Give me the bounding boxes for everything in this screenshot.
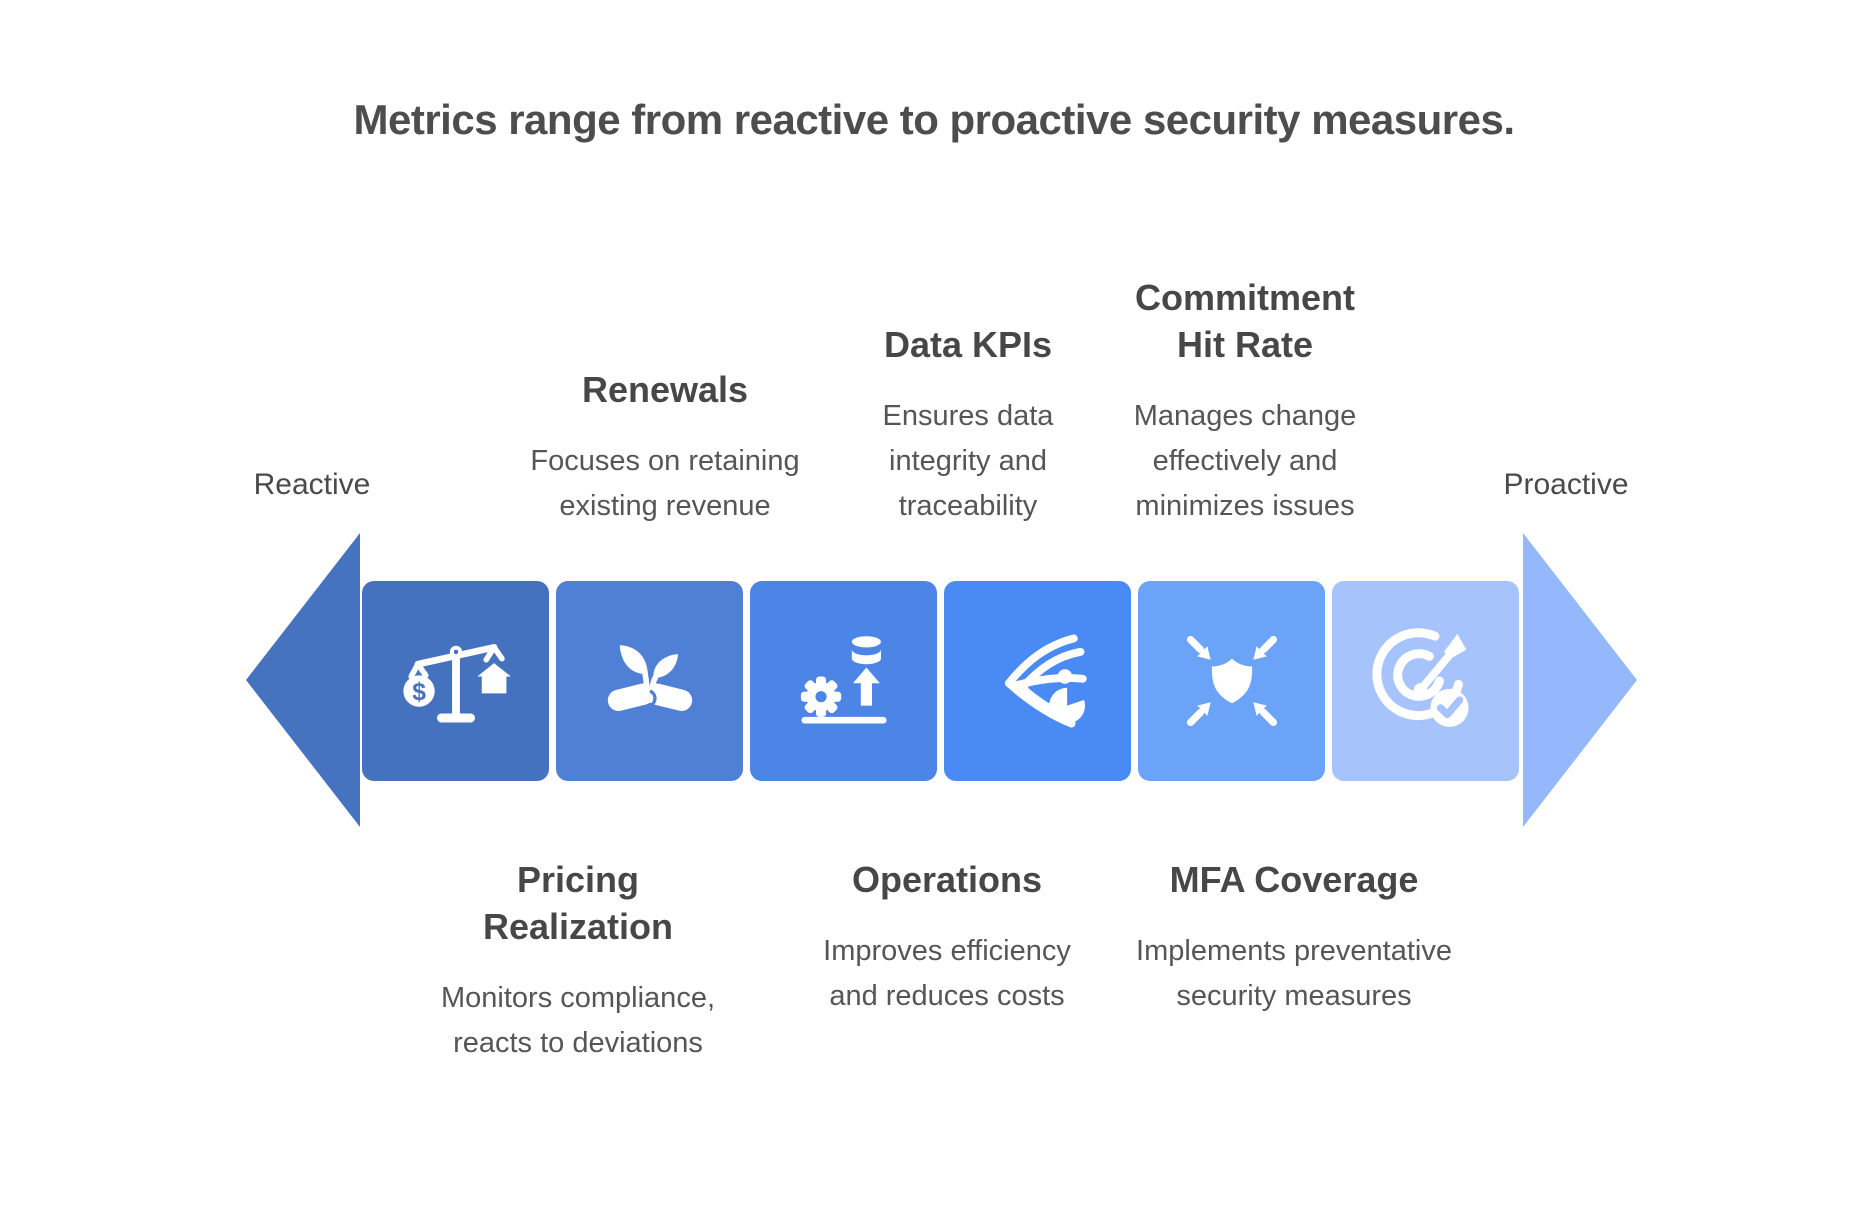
growth-handshake-icon — [607, 645, 692, 711]
segment-commitment-hit-rate — [1332, 581, 1519, 781]
segment-mfa-coverage — [1138, 581, 1325, 781]
right-arrowhead — [1523, 533, 1637, 827]
label-pricing-realization-body: Monitors compliance, reacts to deviation… — [441, 982, 715, 1059]
label-commitment-hit-rate: Commitment Hit Rate Manages change effec… — [1110, 274, 1380, 529]
page-title: Metrics range from reactive to proactive… — [353, 96, 1515, 143]
segment-data-kpis — [944, 581, 1131, 781]
shield-converge-icon — [1186, 635, 1277, 727]
label-renewals: Renewals Focuses on retaining existing r… — [495, 366, 835, 529]
label-mfa-coverage: MFA Coverage Implements preventative sec… — [1129, 856, 1459, 1019]
label-data-kpis-body: Ensures data integrity and traceability — [882, 400, 1054, 522]
label-operations-heading: Operations — [851, 859, 1043, 900]
dollar-glyph: $ — [412, 679, 426, 706]
target-check-icon — [1371, 628, 1469, 727]
proactive-endpoint-label: Proactive — [1503, 468, 1629, 501]
label-renewals-heading: Renewals — [581, 369, 749, 410]
label-commitment-hit-rate-heading: Commitment Hit Rate — [1134, 277, 1355, 365]
label-data-kpis-heading: Data KPIs — [883, 324, 1053, 365]
label-pricing-realization: Pricing Realization Monitors compliance,… — [438, 856, 718, 1066]
segment-pricing-realization: $ — [362, 581, 549, 781]
label-mfa-coverage-body: Implements preventative security measure… — [1136, 935, 1452, 1012]
reactive-endpoint-label: Reactive — [253, 468, 371, 501]
segment-operations — [750, 581, 937, 781]
label-operations-body: Improves efficiency and reduces costs — [823, 935, 1071, 1012]
balance-scale-icon: $ — [402, 644, 511, 723]
gear-upload-icon — [800, 636, 887, 724]
label-pricing-realization-heading: Pricing Realization — [482, 859, 674, 947]
label-renewals-body: Focuses on retaining existing revenue — [530, 445, 800, 522]
left-arrowhead — [246, 533, 360, 827]
segment-renewals — [556, 581, 743, 781]
label-operations: Operations Improves efficiency and reduc… — [797, 856, 1097, 1019]
label-mfa-coverage-heading: MFA Coverage — [1169, 859, 1419, 900]
label-commitment-hit-rate-body: Manages change effectively and minimizes… — [1133, 400, 1357, 522]
label-data-kpis: Data KPIs Ensures data integrity and tra… — [843, 321, 1093, 529]
metric-segments-row: $ — [362, 581, 1519, 781]
flow-pie-icon — [1004, 634, 1087, 728]
